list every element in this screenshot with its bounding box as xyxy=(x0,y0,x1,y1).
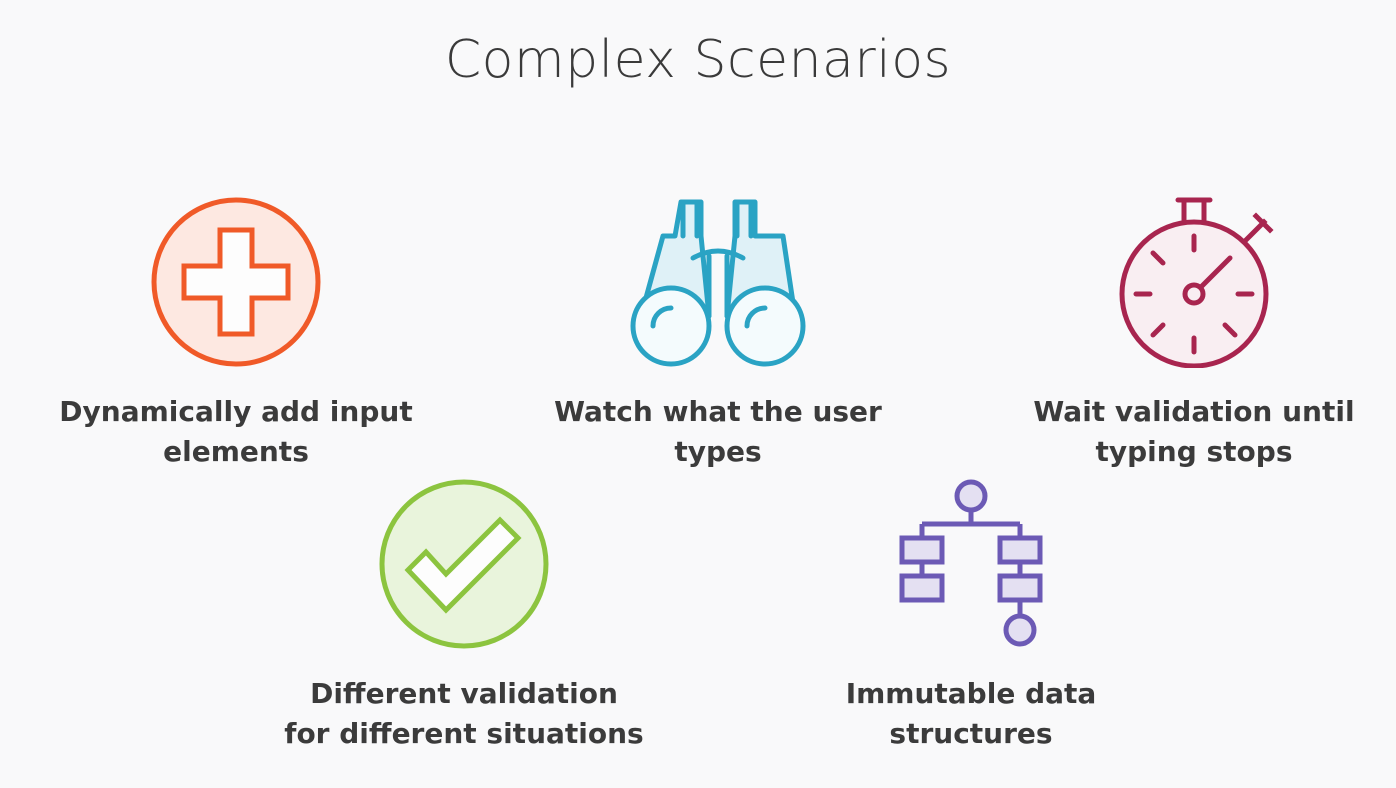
scenario-item-watch-typing: Watch what the user types xyxy=(488,196,948,472)
scenario-item-wait-validation: Wait validation until typing stops xyxy=(964,196,1396,472)
binoculars-icon xyxy=(630,199,806,367)
scenario-label: Dynamically add input elements xyxy=(59,395,413,468)
scenario-label: Wait validation until typing stops xyxy=(1033,395,1355,468)
stopwatch-icon xyxy=(1119,197,1274,368)
scenario-label: Watch what the user types xyxy=(554,395,882,468)
scenario-label: Immutable data structures xyxy=(845,677,1097,750)
slide-title: Complex Scenarios xyxy=(444,30,952,90)
scenario-item-immutable-data: Immutable data structures xyxy=(741,478,1201,754)
checkmark-circle-icon xyxy=(379,479,549,649)
plus-circle-icon xyxy=(151,197,321,367)
scenario-item-different-validation: Different validation for different situa… xyxy=(234,478,694,754)
scenario-label: Different validation for different situa… xyxy=(284,677,644,750)
scenario-item-dynamic-inputs: Dynamically add input elements xyxy=(6,196,466,472)
flowchart-icon xyxy=(899,479,1043,647)
